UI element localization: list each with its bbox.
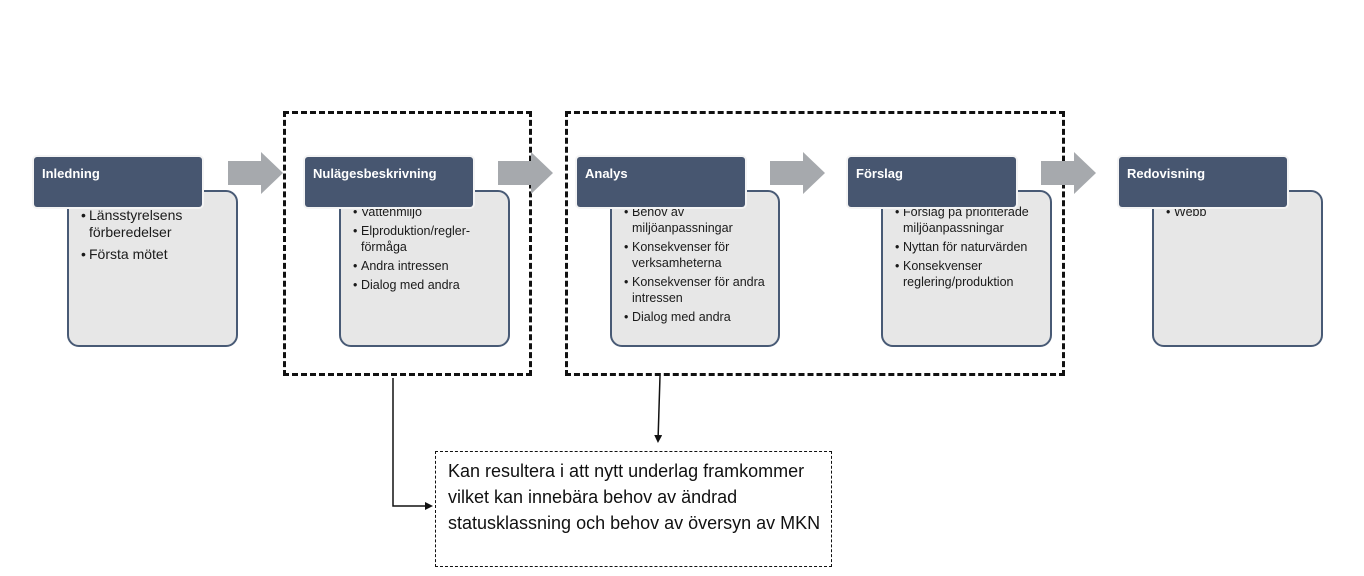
list-item: Förslag på prioriterade miljöanpassninga… bbox=[895, 204, 1040, 236]
list-item: Första mötet bbox=[81, 246, 226, 263]
flow-arrow-4 bbox=[1041, 152, 1096, 194]
stage-inledning-header: Inledning bbox=[34, 157, 202, 207]
stage-forslag-content: Förslag på prioriterade miljöanpassninga… bbox=[881, 190, 1052, 347]
flow-arrow-1 bbox=[228, 152, 283, 194]
group-frame-nulage bbox=[283, 111, 532, 376]
list-item: Andra intressen bbox=[353, 258, 498, 274]
list-item: Konsekvenser reglering/produktion bbox=[895, 258, 1040, 290]
note-box: Kan resultera i att nytt underlag framko… bbox=[435, 451, 832, 567]
list-item: Konsekvenser för verksamheterna bbox=[624, 239, 768, 271]
list-item: Vattenmiljö bbox=[353, 204, 498, 220]
list-item: Länsstyrelsens förberedelser bbox=[81, 207, 226, 241]
stage-redovisning-content: Webb bbox=[1152, 190, 1323, 347]
list-item: Webb bbox=[1166, 204, 1311, 220]
connector-analys-to-note bbox=[654, 375, 663, 443]
stage-forslag-header: Förslag bbox=[848, 157, 1016, 207]
flow-arrow-3 bbox=[770, 152, 825, 194]
list-item: Konsekvenser för andra intressen bbox=[624, 274, 768, 306]
list-item: Elproduktion/regler-förmåga bbox=[353, 223, 498, 255]
stage-analys-content: Behov av miljöanpassningar Konsekvenser … bbox=[610, 190, 780, 347]
stage-nulage-header: Nulägesbeskrivning bbox=[305, 157, 473, 207]
flow-arrow-2 bbox=[498, 152, 553, 194]
stage-nulage-list: Vattenmiljö Elproduktion/regler-förmåga … bbox=[353, 204, 498, 293]
list-item: Nyttan för naturvärden bbox=[895, 239, 1040, 255]
list-item: Behov av miljöanpassningar bbox=[624, 204, 768, 236]
list-item: Dialog med andra bbox=[353, 277, 498, 293]
stage-analys-header: Analys bbox=[577, 157, 745, 207]
stage-forslag-list: Förslag på prioriterade miljöanpassninga… bbox=[895, 204, 1040, 290]
stage-redovisning-list: Webb bbox=[1166, 204, 1311, 220]
stage-inledning-list: Länsstyrelsens förberedelser Första möte… bbox=[81, 207, 226, 263]
stage-inledning-content: Länsstyrelsens förberedelser Första möte… bbox=[67, 190, 238, 347]
stage-analys-list: Behov av miljöanpassningar Konsekvenser … bbox=[624, 204, 768, 325]
group-frame-analys-forslag bbox=[565, 111, 1065, 376]
stage-redovisning-header: Redovisning bbox=[1119, 157, 1287, 207]
list-item: Dialog med andra bbox=[624, 309, 768, 325]
connector-nulage-to-note bbox=[392, 378, 433, 510]
stage-nulage-content: Vattenmiljö Elproduktion/regler-förmåga … bbox=[339, 190, 510, 347]
